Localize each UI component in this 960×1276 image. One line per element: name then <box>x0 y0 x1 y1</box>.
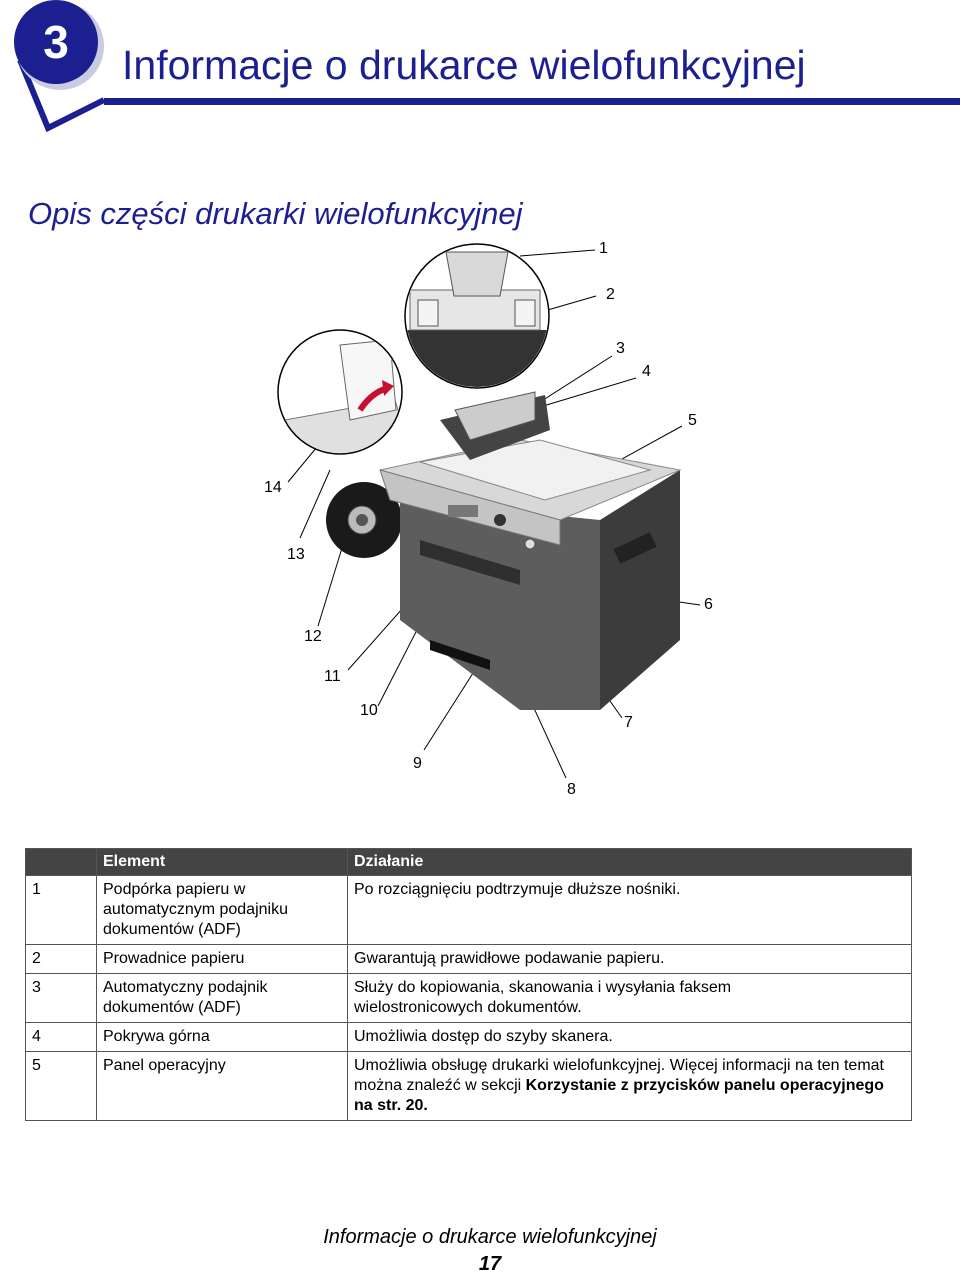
table-row: 4 Pokrywa górna Umożliwia dostęp do szyb… <box>25 1022 912 1052</box>
callout-1: 1 <box>599 240 608 257</box>
row-num: 1 <box>25 875 97 945</box>
row-num: 4 <box>25 1022 97 1052</box>
parts-table: Element Działanie 1 Podpórka papieru w a… <box>25 848 912 1121</box>
row-element: Prowadnice papieru <box>96 944 348 974</box>
row-element: Pokrywa górna <box>96 1022 348 1052</box>
row-num: 2 <box>25 944 97 974</box>
table-row: 1 Podpórka papieru w automatycznym podaj… <box>25 875 912 945</box>
table-row: 5 Panel operacyjny Umożliwia obsługę dru… <box>25 1051 912 1121</box>
callout-5: 5 <box>688 412 697 429</box>
row-element: Panel operacyjny <box>96 1051 348 1121</box>
callout-10: 10 <box>360 702 378 719</box>
footer-title: Informacje o drukarce wielofunkcyjnej <box>323 1226 657 1248</box>
row-action: Służy do kopiowania, skanowania i wysyła… <box>347 973 912 1023</box>
chapter-badge: 3 <box>14 0 106 133</box>
callout-7: 7 <box>624 714 633 731</box>
row-element: Podpórka papieru w automatycznym podajni… <box>96 875 348 945</box>
row-action: Po rozciągnięciu podtrzymuje dłuższe noś… <box>347 875 912 945</box>
row-action: Gwarantują prawidłowe podawanie papieru. <box>347 944 912 974</box>
table-row: 2 Prowadnice papieru Gwarantują prawidło… <box>25 944 912 974</box>
title-rule <box>104 98 960 105</box>
page-number: 17 <box>478 1253 502 1275</box>
callout-14: 14 <box>264 479 282 496</box>
callout-4: 4 <box>642 363 651 380</box>
row-element-text: Automatyczny podajnik dokumentów (ADF) <box>103 979 268 1016</box>
callout-11: 11 <box>324 668 341 685</box>
row-action: Umożliwia obsługę drukarki wielofunkcyjn… <box>347 1051 912 1121</box>
row-element: Automatyczny podajnik dokumentów (ADF) <box>96 973 348 1023</box>
callout-3: 3 <box>616 340 625 357</box>
row-action-end: . <box>423 1097 428 1114</box>
row-action-text: Umożliwia obsługę drukarki wielofunkcyjn… <box>354 1057 884 1094</box>
header-num <box>25 848 97 876</box>
header-action: Działanie <box>347 848 912 876</box>
chapter-number: 3 <box>43 16 69 68</box>
header-element: Element <box>96 848 348 876</box>
chapter-title: Informacje o drukarce wielofunkcyjnej <box>122 42 806 88</box>
row-element-text: Podpórka papieru w automatycznym podajni… <box>103 881 288 938</box>
row-num: 5 <box>25 1051 97 1121</box>
callout-6: 6 <box>704 596 713 613</box>
row-num: 3 <box>25 973 97 1023</box>
section-title: Opis części drukarki wielofunkcyjnej <box>28 196 523 231</box>
table-header-row: Element Działanie <box>25 848 912 876</box>
row-action-text: Służy do kopiowania, skanowania i wysyła… <box>354 979 732 1016</box>
panel-section-link[interactable]: Korzystanie z przycisków panelu operacyj… <box>354 1077 884 1114</box>
row-action: Umożliwia dostęp do szyby skanera. <box>347 1022 912 1052</box>
printer-illustration <box>277 243 701 779</box>
callout-13: 13 <box>287 546 305 563</box>
callout-8: 8 <box>567 781 576 798</box>
callout-2: 2 <box>606 286 615 303</box>
callout-9: 9 <box>413 755 422 772</box>
callout-12: 12 <box>304 628 322 645</box>
table-row: 3 Automatyczny podajnik dokumentów (ADF)… <box>25 973 912 1023</box>
